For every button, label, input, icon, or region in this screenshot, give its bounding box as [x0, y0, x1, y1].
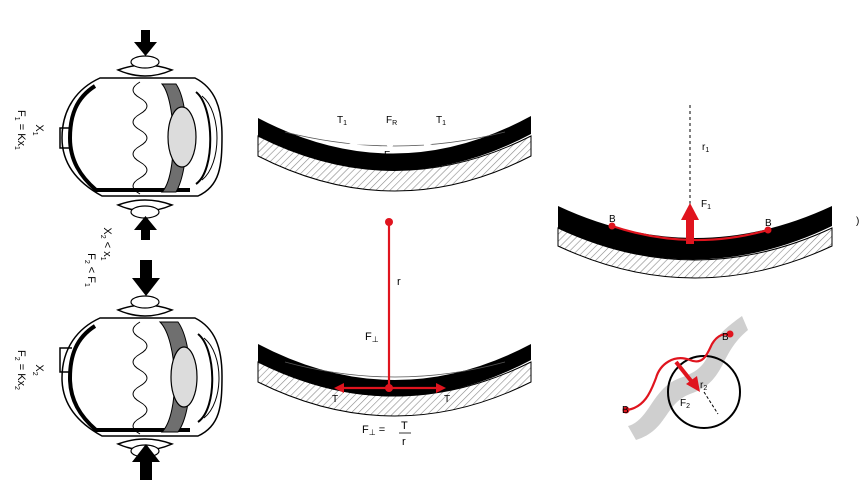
eye-relation-label: X2 < x1 F2 < F1: [83, 227, 113, 287]
label-r1: r1: [702, 142, 709, 154]
svg-text:X2: X2: [31, 364, 45, 375]
label-fr: FR: [386, 115, 397, 127]
curved-tissue-panel: [622, 316, 748, 440]
label-t1-left: T1: [337, 115, 347, 127]
svg-text:F⊥ =: F⊥ =: [362, 424, 385, 437]
label-f1: F1: [701, 199, 711, 211]
svg-text:F2 = Kx2: F2 = Kx2: [13, 350, 27, 390]
label-r: r: [397, 276, 401, 288]
laplace-formula: F⊥ = T r: [362, 420, 411, 448]
arrow-up-icon: [134, 216, 157, 240]
edge-mark: ): [856, 216, 859, 227]
svg-text:X2 < x1: X2 < x1: [99, 227, 113, 260]
arrow-down-striped-icon: [132, 260, 160, 296]
tissue-panel-right: [557, 105, 833, 279]
svg-text:X1: X1: [31, 124, 45, 135]
label-b-bottom: B: [622, 405, 629, 416]
svg-text:F2 < F1: F2 < F1: [83, 253, 97, 287]
label-t-left: T: [332, 394, 338, 405]
eye-top-label: X1 F1 = Kx1: [13, 110, 45, 150]
svg-text:F1 = Kx1: F1 = Kx1: [13, 110, 27, 150]
arrow-up-striped-icon: [132, 444, 160, 480]
tissue-panel-top: [257, 116, 532, 192]
label-fa: FA: [384, 150, 395, 162]
label-b-left: B: [609, 214, 616, 225]
label-t1-right: T1: [436, 115, 446, 127]
label-f-perp: F⊥: [365, 331, 379, 344]
eye-bottom-label: X2 F2 = Kx2: [13, 350, 45, 390]
svg-text:T: T: [401, 420, 408, 432]
arrow-down-icon: [134, 30, 157, 56]
label-f2: F2: [680, 398, 690, 410]
label-r2: r2: [700, 380, 707, 392]
eye-top-illustration: [59, 55, 223, 219]
svg-text:r: r: [402, 436, 406, 448]
label-b-right: B: [765, 218, 772, 229]
label-t-right: T: [444, 394, 450, 405]
eye-bottom-illustration: [59, 295, 223, 458]
tissue-panel-bottom: [257, 218, 532, 417]
label-b-top: B: [722, 332, 729, 343]
